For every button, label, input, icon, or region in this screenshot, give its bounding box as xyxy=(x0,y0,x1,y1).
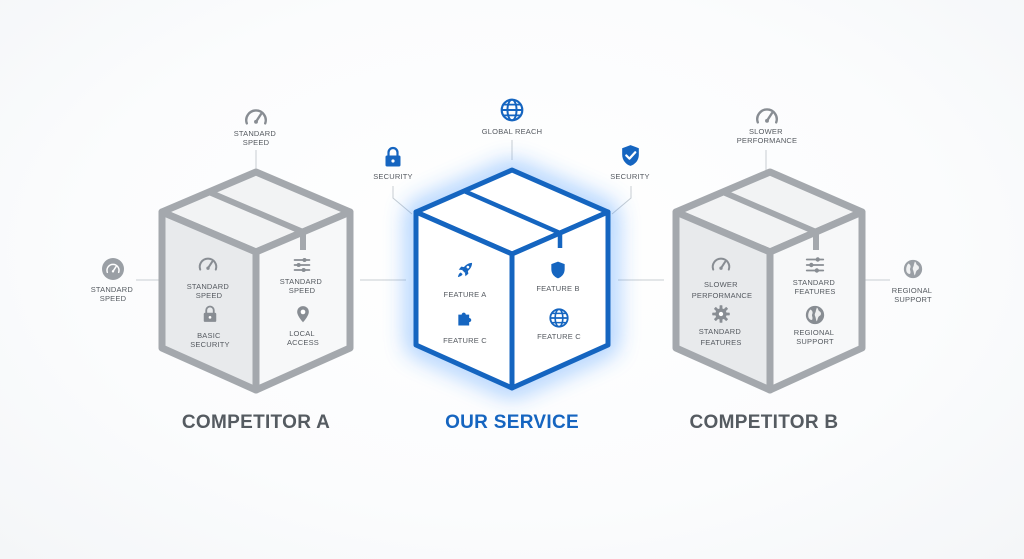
our-service-top-feature: GLOBAL REACH xyxy=(482,98,542,136)
feature-label: SPEED xyxy=(100,294,127,303)
svg-text:SLOWER PERFORMANCE: SLOWER PERFORMANCE xyxy=(737,127,798,145)
feature-label: FEATURE A xyxy=(444,290,487,299)
feature-label: GLOBAL REACH xyxy=(482,127,542,136)
feature-label: SPEED xyxy=(289,286,316,295)
connector-lines xyxy=(136,140,890,281)
connector-ours-right xyxy=(611,186,632,215)
lock-icon xyxy=(384,146,402,168)
competitor-b-front-features: SLOWER PERFORMANCE STANDARD FEATURES xyxy=(692,257,753,347)
svg-text:FEATURE A: FEATURE A xyxy=(444,290,487,299)
feature-label: STANDARD xyxy=(280,277,323,286)
globe-icon xyxy=(500,98,524,122)
shield-check-icon xyxy=(621,143,640,168)
our-service-left-feature: SECURITY xyxy=(373,146,413,181)
feature-label: REGIONAL xyxy=(794,328,834,337)
feature-label: SECURITY xyxy=(610,172,650,181)
svg-text:STANDARD FEATURES: STANDARD FEATURES xyxy=(793,278,838,296)
gear-icon xyxy=(712,305,730,323)
feature-label: BASIC xyxy=(197,331,221,340)
competitor-b-right-feature: REGIONAL SUPPORT xyxy=(892,259,934,304)
feature-label: ACCESS xyxy=(287,338,319,347)
svg-text:STANDARD FEATURES: STANDARD FEATURES xyxy=(699,327,744,347)
competitor-a-box: STANDARD SPEED STANDARD SPEED STANDARD S… xyxy=(91,109,354,433)
svg-text:STANDARD SPEED: STANDARD SPEED xyxy=(91,285,136,303)
globe-icon xyxy=(903,259,923,279)
competitor-b-title: COMPETITOR B xyxy=(690,412,839,433)
sliders-icon xyxy=(805,256,825,274)
competitor-a-front-features: STANDARD SPEED BASIC SECURITY xyxy=(187,257,232,349)
competitor-a-left-feature: STANDARD SPEED xyxy=(91,258,136,303)
competitor-a-cube xyxy=(158,168,354,394)
feature-label: SLOWER xyxy=(749,127,783,136)
gauge-icon xyxy=(756,108,778,124)
svg-text:GLOBAL REACH: GLOBAL REACH xyxy=(482,127,542,136)
svg-text:FEATURE C: FEATURE C xyxy=(443,336,487,345)
competitor-a-title: COMPETITOR A xyxy=(182,412,330,433)
feature-label: PERFORMANCE xyxy=(692,291,753,300)
svg-text:BASIC SECURITY: BASIC SECURITY xyxy=(190,331,230,349)
feature-label: SUPPORT xyxy=(796,337,834,346)
competitor-b-cube xyxy=(672,168,866,394)
svg-text:REGIONAL SUPPORT: REGIONAL SUPPORT xyxy=(794,328,836,346)
our-service-cube xyxy=(413,167,611,391)
our-service-title: OUR SERVICE xyxy=(445,412,579,433)
svg-text:SECURITY: SECURITY xyxy=(373,172,413,181)
sliders-icon xyxy=(293,257,311,273)
svg-text:FEATURE B: FEATURE B xyxy=(536,284,579,293)
svg-text:STANDARD SPEED: STANDARD SPEED xyxy=(280,277,325,295)
our-service-front-features: FEATURE A FEATURE C xyxy=(443,262,487,345)
feature-label: FEATURE B xyxy=(536,284,579,293)
feature-label: SPEED xyxy=(196,291,223,300)
svg-text:STANDARD SPEED: STANDARD SPEED xyxy=(234,129,279,147)
competitor-a-top-feature: STANDARD SPEED xyxy=(234,109,279,147)
feature-label: STANDARD xyxy=(793,278,836,287)
feature-label: STANDARD xyxy=(699,327,742,336)
svg-text:STANDARD SPEED: STANDARD SPEED xyxy=(187,282,232,300)
feature-label: STANDARD xyxy=(187,282,230,291)
svg-text:LOCAL ACCESS: LOCAL ACCESS xyxy=(287,329,319,347)
competitor-a-side-features: STANDARD SPEED LOCAL ACCESS xyxy=(280,257,325,347)
feature-label: REGIONAL xyxy=(892,286,932,295)
feature-label: PERFORMANCE xyxy=(737,136,798,145)
competitor-b-side-features: STANDARD FEATURES REGIONAL SUPPORT xyxy=(793,256,838,346)
feature-label: FEATURE C xyxy=(537,332,581,341)
svg-text:REGIONAL SUPPORT: REGIONAL SUPPORT xyxy=(892,286,934,304)
feature-label: STANDARD xyxy=(234,129,277,138)
our-service-box: GLOBAL REACH SECURITY SECURITY FEATURE A… xyxy=(373,98,650,433)
our-service-side-features: FEATURE B FEATURE C xyxy=(536,261,581,341)
svg-text:FEATURE C: FEATURE C xyxy=(537,332,581,341)
our-service-right-feature: SECURITY xyxy=(610,143,650,181)
competitor-b-top-feature: SLOWER PERFORMANCE xyxy=(737,108,798,145)
feature-label: SLOWER xyxy=(704,280,738,289)
feature-label: SUPPORT xyxy=(894,295,932,304)
feature-label: STANDARD xyxy=(91,285,134,294)
feature-label: FEATURE C xyxy=(443,336,487,345)
feature-label: LOCAL xyxy=(289,329,314,338)
feature-label: SPEED xyxy=(243,138,270,147)
feature-label: FEATURES xyxy=(794,287,835,296)
competitor-b-box: SLOWER PERFORMANCE REGIONAL SUPPORT SLOW… xyxy=(672,108,934,433)
feature-label: FEATURES xyxy=(700,338,741,347)
feature-label: SECURITY xyxy=(373,172,413,181)
svg-text:SLOWER PERFORMANCE: SLOWER PERFORMANCE xyxy=(692,280,753,300)
connector-ours-left xyxy=(392,186,413,215)
feature-label: SECURITY xyxy=(190,340,230,349)
svg-text:SECURITY: SECURITY xyxy=(610,172,650,181)
globe-icon xyxy=(805,305,825,325)
gauge-icon xyxy=(245,109,267,125)
